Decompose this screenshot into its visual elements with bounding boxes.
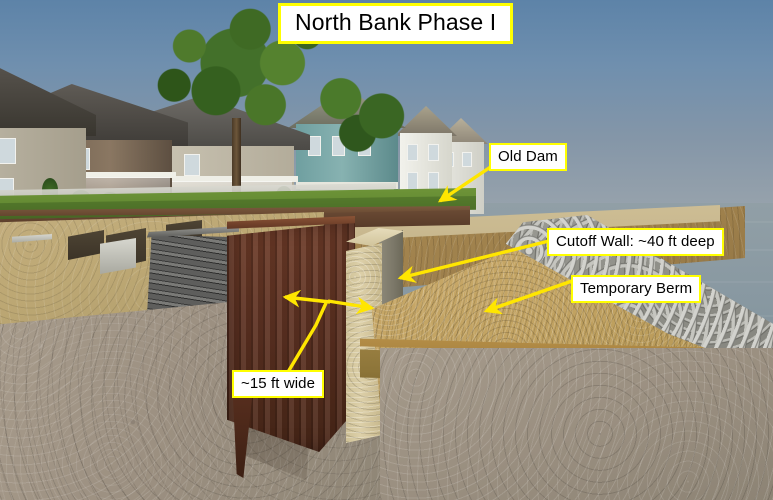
tree-canopy-secondary: [300, 66, 420, 162]
dam-crest-lip: [0, 206, 470, 216]
tree-trunk: [232, 118, 241, 202]
native-till-right: [380, 348, 773, 500]
callout-cutoff-wall: Cutoff Wall: ~40 ft deep: [547, 228, 724, 256]
concrete-slab-1: [12, 234, 52, 243]
callout-temporary-berm: Temporary Berm: [571, 275, 702, 303]
concrete-slab-2: [100, 238, 136, 274]
block-wall-cap: [146, 226, 239, 238]
callout-old-dam: Old Dam: [489, 143, 567, 171]
callout-width: ~15 ft wide: [232, 370, 325, 398]
page-title: North Bank Phase I: [278, 3, 514, 44]
